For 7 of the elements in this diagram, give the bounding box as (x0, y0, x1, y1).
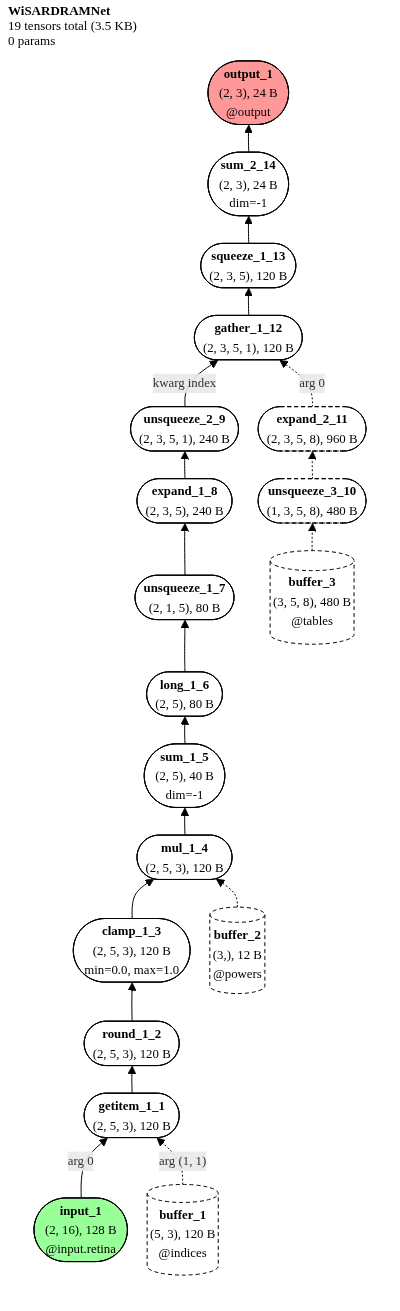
summary-note: 19 tensors total (3.5 KB) (8, 18, 138, 34)
edge-label: arg 0 (67, 1153, 94, 1168)
summary-note: 0 params (8, 33, 57, 49)
edge-label: kwarg index (152, 375, 217, 391)
edge-label: arg (1, 1) (159, 1153, 207, 1168)
diagram-title: WiSARDRAMNet (8, 4, 112, 19)
edge-label: arg 0 (299, 375, 325, 391)
